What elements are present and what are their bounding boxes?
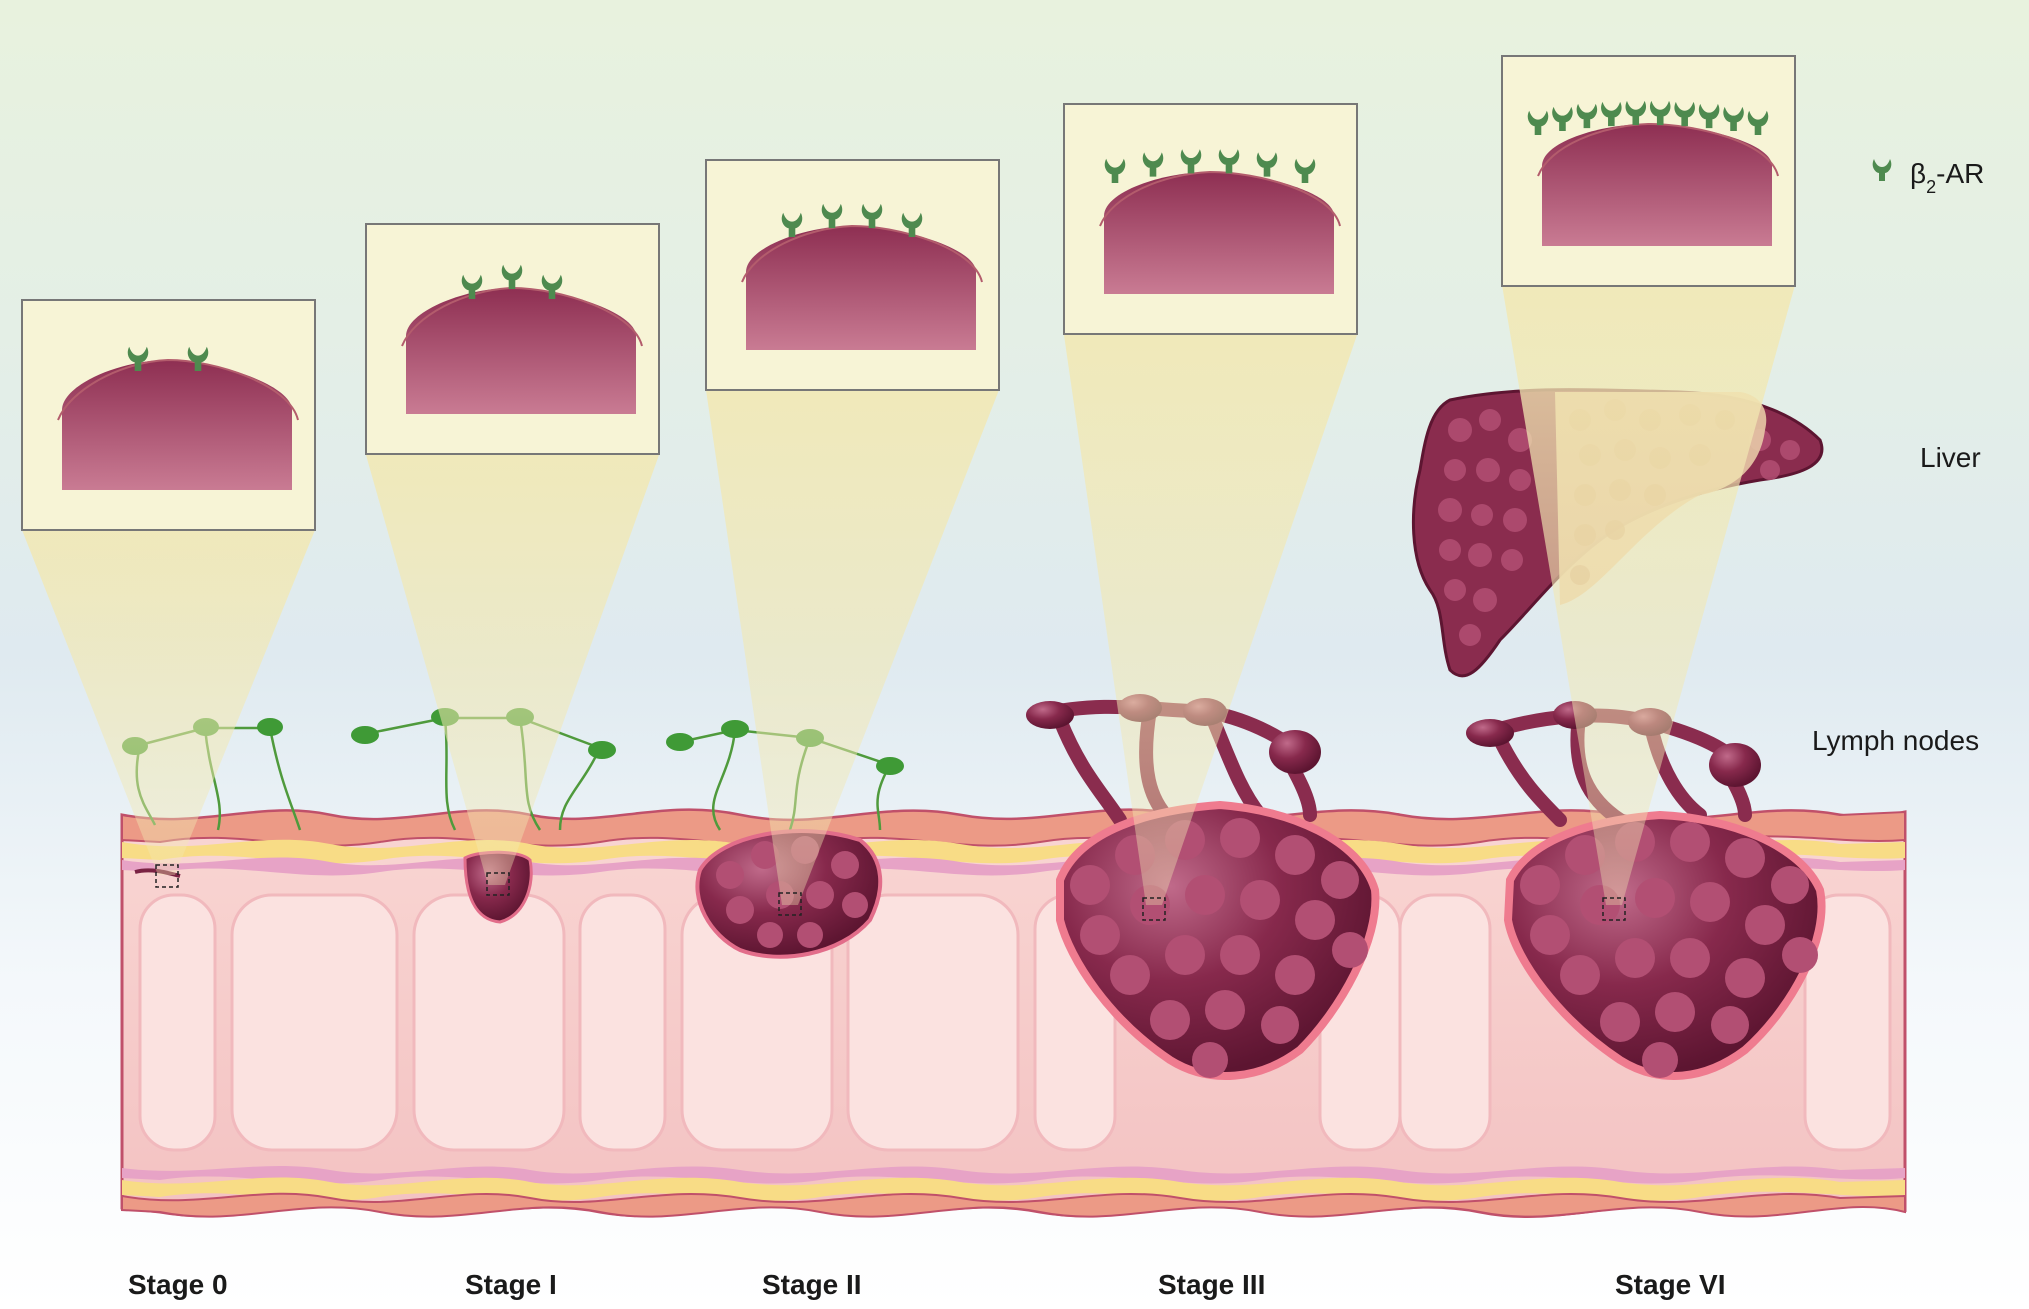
receptor-icon (821, 203, 843, 229)
beam-stage-iii (1064, 335, 1357, 905)
receptor-icon (781, 212, 803, 237)
stage-label-i: Stage I (465, 1269, 557, 1300)
panel-stage-vi (1501, 55, 1796, 287)
stage-label-0: Stage 0 (128, 1269, 228, 1300)
receptor-icon (1698, 103, 1720, 129)
colon-crypts (138, 893, 1892, 1152)
legend: β2-AR (1872, 158, 1984, 197)
receptor-icon (861, 203, 883, 229)
receptor-icon (1872, 159, 1892, 181)
colon-serosa-bottom (121, 1192, 1906, 1218)
receptor-icon (1104, 158, 1126, 183)
colon-submucosa-bottom (122, 1166, 1905, 1184)
receptor-icon (1674, 101, 1695, 127)
beam-stage-i (366, 455, 659, 885)
receptor-icon (461, 274, 483, 299)
stage-label-ii: Stage II (762, 1269, 862, 1300)
receptor-icon (187, 346, 209, 371)
stage-label-iii: Stage III (1158, 1269, 1265, 1300)
receptor-icon (1256, 152, 1278, 177)
panel-stage-i (365, 223, 660, 455)
receptor-icon (541, 274, 563, 299)
liver-nodules (1438, 409, 1800, 646)
receptor-icon (1649, 100, 1671, 126)
panel-stage-iii (1063, 103, 1358, 335)
receptor-icon (1747, 110, 1769, 135)
receptor-icon (501, 264, 523, 289)
colon-submucosa-top (122, 857, 1905, 876)
receptor-icon (1625, 100, 1647, 126)
receptor-icon (1601, 101, 1622, 127)
colon-fat-layer-bottom (122, 1177, 1905, 1201)
lymph-nodes-label: Lymph nodes (1812, 725, 1979, 756)
stage-label-vi: Stage VI (1615, 1269, 1725, 1300)
beta2-ar-receptor-icon (1872, 159, 1892, 181)
colon-wall (120, 808, 1907, 1218)
tumor-stage-iii (1056, 800, 1380, 1080)
panel-stage-ii (705, 159, 1000, 391)
receptor-icon (1180, 149, 1202, 174)
liver-label: Liver (1920, 442, 1981, 473)
receptor-icon (1142, 152, 1164, 177)
receptor-icon (1576, 103, 1598, 129)
receptor-icon (1218, 149, 1240, 174)
receptor-icon (1552, 106, 1573, 132)
beta2-adrenergic-receptors (127, 100, 1769, 371)
receptor-icon (1294, 158, 1316, 183)
panel-stage-0 (21, 299, 316, 531)
receptor-icon (1723, 106, 1744, 132)
stage-labels: Stage 0 Stage I Stage II Stage III Stage… (128, 1269, 1725, 1300)
beam-stage-ii (706, 390, 999, 905)
magnification-beams (22, 285, 1795, 905)
colon-fat-layer-top (122, 839, 1905, 864)
beam-stage-0 (22, 530, 315, 875)
legend-label: β2-AR (1910, 158, 1984, 197)
zoom-panels (21, 55, 1796, 531)
roi-markers (155, 864, 1626, 921)
receptor-icon (1527, 110, 1549, 135)
receptor-icon (127, 346, 149, 371)
beam-stage-vi (1502, 285, 1795, 905)
receptor-icon (901, 212, 923, 237)
